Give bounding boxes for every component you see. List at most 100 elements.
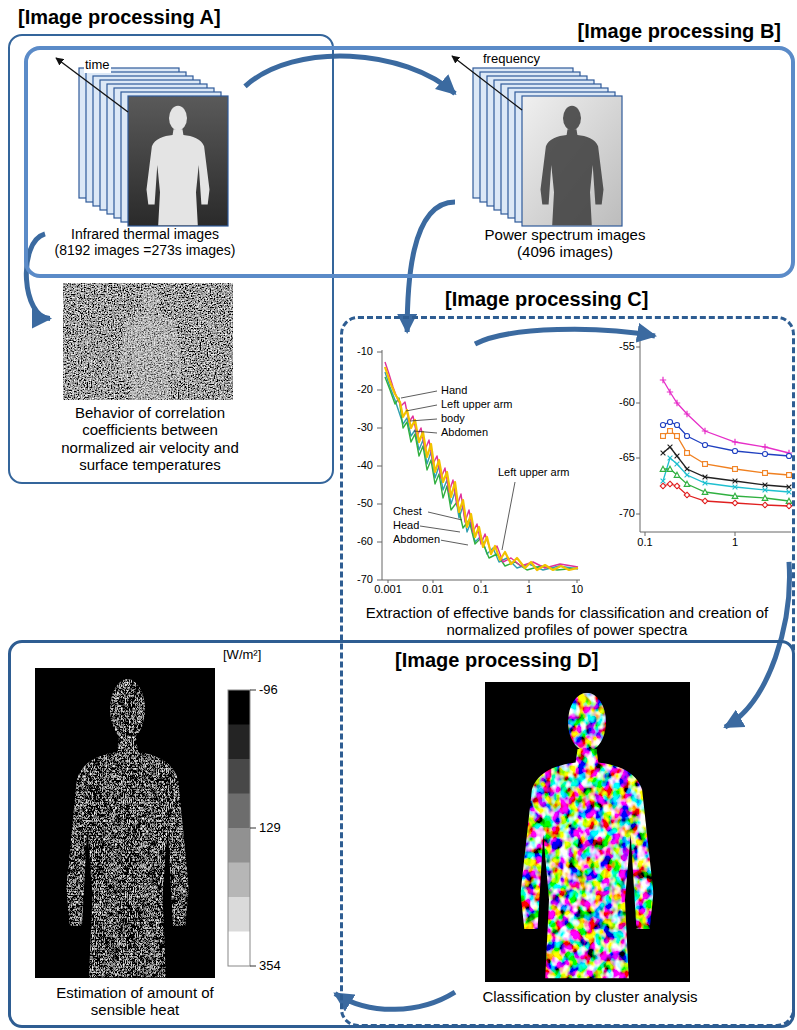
- tick-label: -60: [618, 396, 636, 409]
- svg-line: [502, 482, 515, 550]
- axis-title: time: [84, 58, 111, 73]
- scale-value: -96: [258, 683, 279, 698]
- svg-polyline: [663, 447, 789, 487]
- series-label: Left upper arm: [497, 466, 571, 479]
- spectrum-charts: [377, 329, 791, 585]
- svg-rect: [35, 668, 215, 978]
- thermal-image: [128, 96, 228, 226]
- flow-arrow: [335, 992, 455, 1009]
- svg-path: [250, 690, 256, 966]
- svg-rect: [128, 96, 228, 226]
- power-spectrum-curves: [385, 362, 578, 570]
- tick-label: 1: [525, 583, 533, 596]
- tick-label: -55: [618, 340, 636, 353]
- group-border: [340, 316, 795, 1027]
- tick-label: -50: [356, 497, 374, 510]
- svg-polyline: [663, 469, 789, 501]
- process-group: [Image processing B]Infrared thermal ima…: [24, 4, 795, 278]
- time-axis-arrow: [56, 58, 128, 112]
- group-heading: [Image processing A]: [18, 6, 221, 29]
- caption-text: Behavior of correlation coefficients bet…: [50, 404, 250, 473]
- series-label: Left upper arm: [440, 398, 514, 411]
- spectrum-image: [522, 96, 622, 226]
- normalized-profiles: [663, 380, 789, 506]
- svg-polyline: [663, 458, 789, 492]
- tick-label: -60: [356, 535, 374, 548]
- svg-rect: [228, 794, 250, 829]
- sensible-heat-image: [35, 668, 215, 978]
- tick-label: -70: [618, 507, 636, 520]
- caption-text: Power spectrum images (4096 images): [475, 226, 655, 261]
- axis-title: frequency: [482, 52, 541, 67]
- result-image: Estimation of amount of sensible heat: [25, 662, 335, 1019]
- group-heading: [Image processing C]: [445, 288, 648, 311]
- svg-path: [640, 340, 791, 532]
- svg-rect: [522, 96, 622, 226]
- svg-path: [382, 350, 580, 580]
- tick-label: -10: [356, 345, 374, 358]
- tick-label: -40: [356, 459, 374, 472]
- svg-polyline: [663, 484, 789, 506]
- svg-line: [401, 391, 437, 398]
- flow-arrow: [245, 56, 455, 94]
- svg-path: [635, 347, 640, 514]
- svg-polyline: [385, 367, 578, 570]
- result-image: Classification by cluster analysis: [455, 678, 725, 1005]
- svg-use: [119, 288, 182, 400]
- svg-polyline: [663, 431, 789, 475]
- caption-text: Extraction of effective bands for classi…: [352, 604, 782, 639]
- correlation-image: [63, 283, 233, 400]
- svg-rect: [228, 863, 250, 898]
- svg-polyline: [663, 422, 789, 456]
- left-chart-axes: [377, 350, 580, 585]
- tick-label: 0.1: [636, 536, 653, 549]
- flow-arrow: [725, 562, 789, 727]
- svg-line: [420, 526, 460, 532]
- svg-rect: [228, 897, 250, 932]
- unit-label: [W/m²]: [222, 648, 262, 663]
- svg-polyline: [663, 380, 789, 453]
- svg-rect: [228, 725, 250, 760]
- series-label: body: [440, 412, 466, 425]
- svg-rect: [228, 690, 250, 725]
- series-label: Chest: [392, 505, 423, 518]
- svg-rect: [63, 283, 233, 400]
- svg-rect: [228, 690, 250, 966]
- svg-rect: [228, 759, 250, 794]
- tick-label: -70: [356, 573, 374, 586]
- classification-image: [485, 682, 690, 982]
- svg-rect: [485, 682, 690, 982]
- tick-label: 1: [731, 536, 739, 549]
- image-stack: Power spectrum images (4096 images): [455, 52, 675, 261]
- svg-rect: [228, 932, 250, 967]
- series-label: Head: [392, 519, 420, 532]
- series-label: Abdomen: [392, 533, 441, 546]
- tick-label: 0.1: [472, 583, 489, 596]
- tick-label: -20: [356, 383, 374, 396]
- process-group: [Image processing D] Estimation of amount…: [8, 640, 795, 1028]
- right-chart-axes: [635, 340, 791, 537]
- group-border: [8, 640, 795, 1028]
- flow-arrow: [407, 202, 455, 332]
- series-label: Hand: [440, 384, 468, 397]
- group-heading: [Image processing D]: [395, 649, 598, 672]
- svg-rect: [492, 686, 682, 979]
- svg-path: [645, 532, 735, 537]
- svg-line: [440, 540, 468, 545]
- svg-line: [428, 512, 462, 520]
- image-stack: Infrared thermal images (8192 images =27…: [45, 56, 245, 258]
- caption-text: Estimation of amount of sensible heat: [30, 984, 240, 1019]
- caption-text: Infrared thermal images (8192 images =27…: [52, 226, 238, 258]
- svg-path: [377, 352, 382, 580]
- chart-panel: Extraction of effective bands for classi…: [345, 332, 789, 639]
- svg-line: [406, 405, 437, 411]
- tick-label: 10: [570, 583, 584, 596]
- svg-use: [147, 106, 210, 225]
- svg-use: [541, 106, 604, 225]
- svg-g: [40, 672, 215, 978]
- svg-rect: [40, 672, 215, 978]
- result-image: Behavior of correlation coefficients bet…: [50, 280, 250, 473]
- series-label: Abdomen: [440, 426, 489, 439]
- svg-line: [410, 419, 437, 421]
